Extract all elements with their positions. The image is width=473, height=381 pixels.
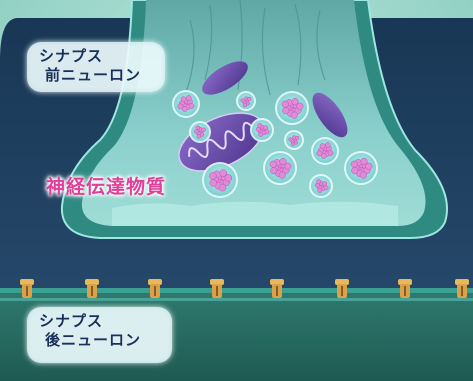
receptor-icon (148, 279, 162, 298)
postsynaptic-density (0, 298, 473, 301)
vesicle-icon (189, 121, 211, 143)
vesicle-icon (275, 91, 309, 125)
vesicle-icon (309, 174, 333, 198)
vesicle-icon (284, 130, 304, 150)
neurotransmitter-label: 神経伝達物質 (46, 172, 166, 199)
vesicle-icon (250, 118, 274, 142)
receptor-icon (398, 279, 412, 298)
active-zone (112, 202, 398, 226)
presynaptic-neuron-label: シナプス 前ニューロン (27, 42, 165, 92)
receptor-icon (20, 279, 34, 298)
vesicle-icon (172, 90, 200, 118)
receptor-icon (210, 279, 224, 298)
presynaptic-label-line2: 前ニューロン (39, 66, 155, 85)
vesicle-icon (263, 151, 297, 185)
vesicle-icon (236, 91, 256, 111)
receptor-icon (85, 279, 99, 298)
vesicle-icon (344, 151, 378, 185)
receptor-icon (335, 279, 349, 298)
postsynaptic-neuron-label: シナプス 後ニューロン (27, 307, 172, 363)
presynaptic-label-line1: シナプス (39, 47, 155, 66)
vesicle-icon (311, 137, 339, 165)
receptor-icon (270, 279, 284, 298)
postsynaptic-label-line1: シナプス (39, 312, 162, 331)
postsynaptic-label-line2: 後ニューロン (39, 331, 162, 350)
vesicle-icon (202, 162, 238, 198)
receptor-icon (455, 279, 469, 298)
